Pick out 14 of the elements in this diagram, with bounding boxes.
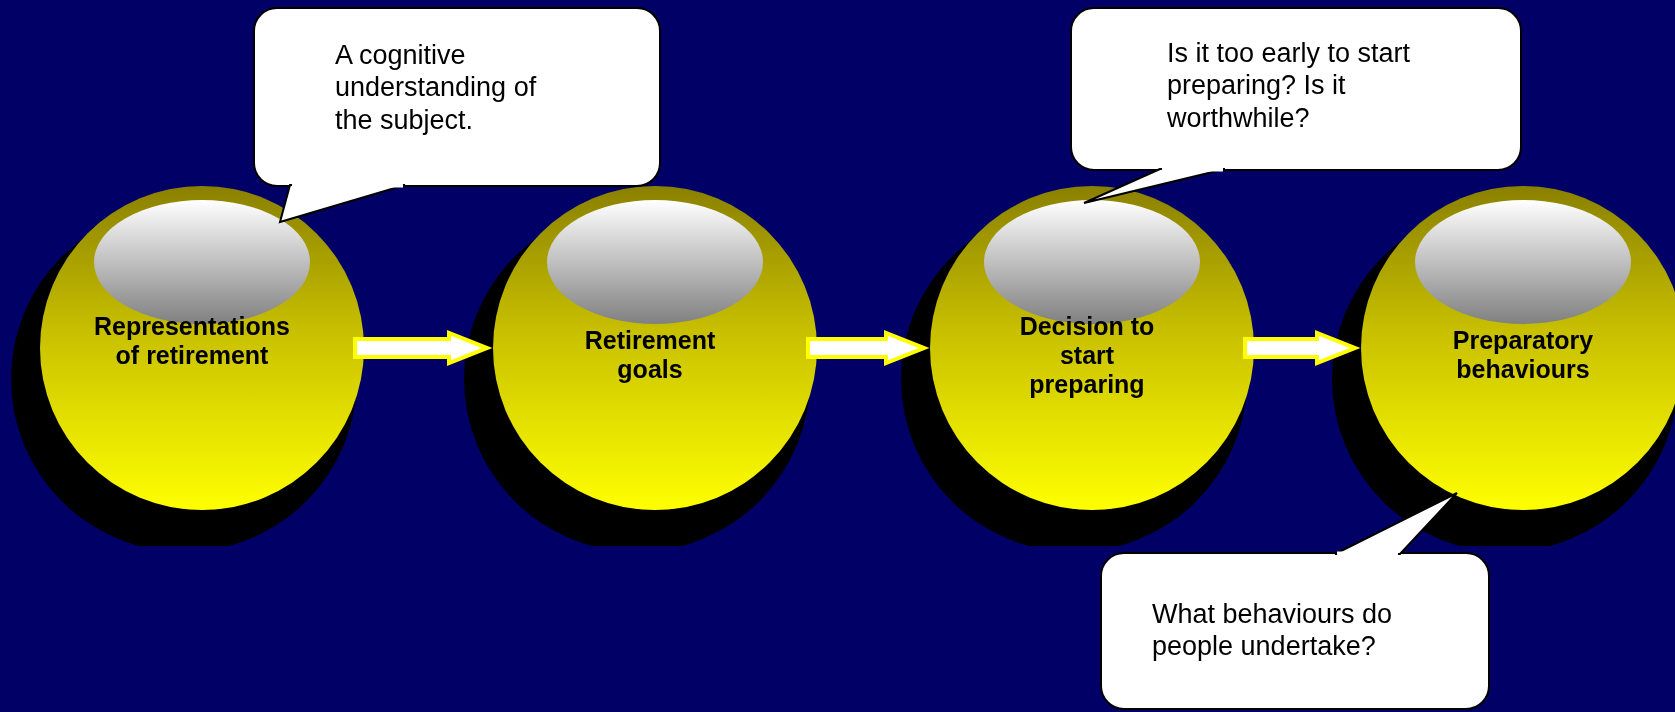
node-label: Retirement goals [583,326,717,384]
speech-bubble-tail [1334,492,1458,555]
block-arrow [1243,330,1361,366]
block-arrow [806,330,930,366]
node-label: Decision to start preparing [1018,312,1156,399]
sphere-node [1331,186,1675,546]
speech-bubble-tail [278,184,406,224]
callout-text: What behaviours do people undertake? [1152,598,1394,663]
callout-text: A cognitive understanding of the subject. [335,39,538,137]
speech-bubble-tail [1083,168,1226,204]
node-label: Representations of retirement [93,312,291,370]
node-label: Preparatory behaviours [1451,326,1595,384]
block-arrow [353,330,493,366]
callout-text: Is it too early to start preparing? Is it worthwhile? [1167,37,1412,135]
